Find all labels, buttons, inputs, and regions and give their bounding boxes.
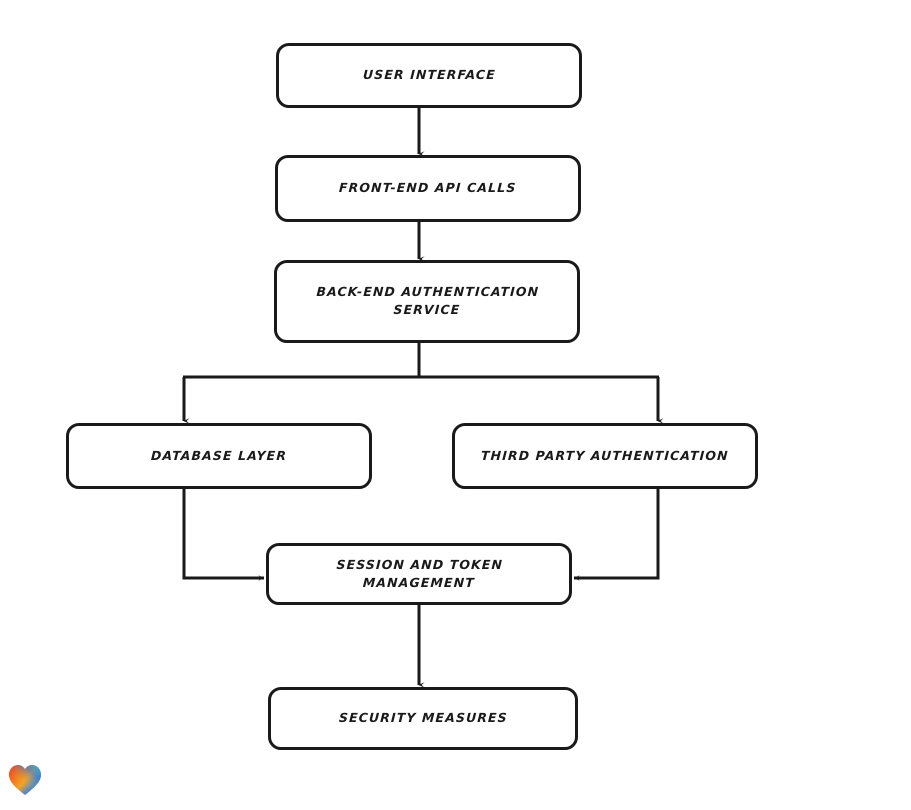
- node-label-session-token: Session and Token Management: [335, 556, 504, 590]
- edge-database-to-session: [182, 489, 265, 581]
- node-label-user-interface: User Interface: [362, 67, 496, 83]
- node-label-security-measures: Security Measures: [338, 710, 508, 726]
- node-frontend-api[interactable]: Front-End API Calls: [275, 155, 581, 222]
- node-session-token[interactable]: Session and Token Management: [266, 543, 572, 605]
- node-backend-auth[interactable]: Back-End Authentication Service: [274, 260, 580, 343]
- node-user-interface[interactable]: User Interface: [276, 43, 582, 108]
- node-label-third-party-auth: Third Party Authentication: [480, 447, 730, 463]
- heart-icon: [9, 765, 41, 795]
- node-label-database-layer: Database Layer: [150, 447, 288, 463]
- node-label-backend-auth: Back-End Authentication Service: [315, 284, 540, 318]
- node-third-party-auth[interactable]: Third Party Authentication: [452, 423, 758, 489]
- node-database-layer[interactable]: Database Layer: [66, 423, 372, 489]
- node-label-frontend-api: Front-End API Calls: [338, 180, 518, 196]
- node-security-measures[interactable]: Security Measures: [268, 687, 578, 750]
- edge-third-party-to-session: [573, 489, 660, 581]
